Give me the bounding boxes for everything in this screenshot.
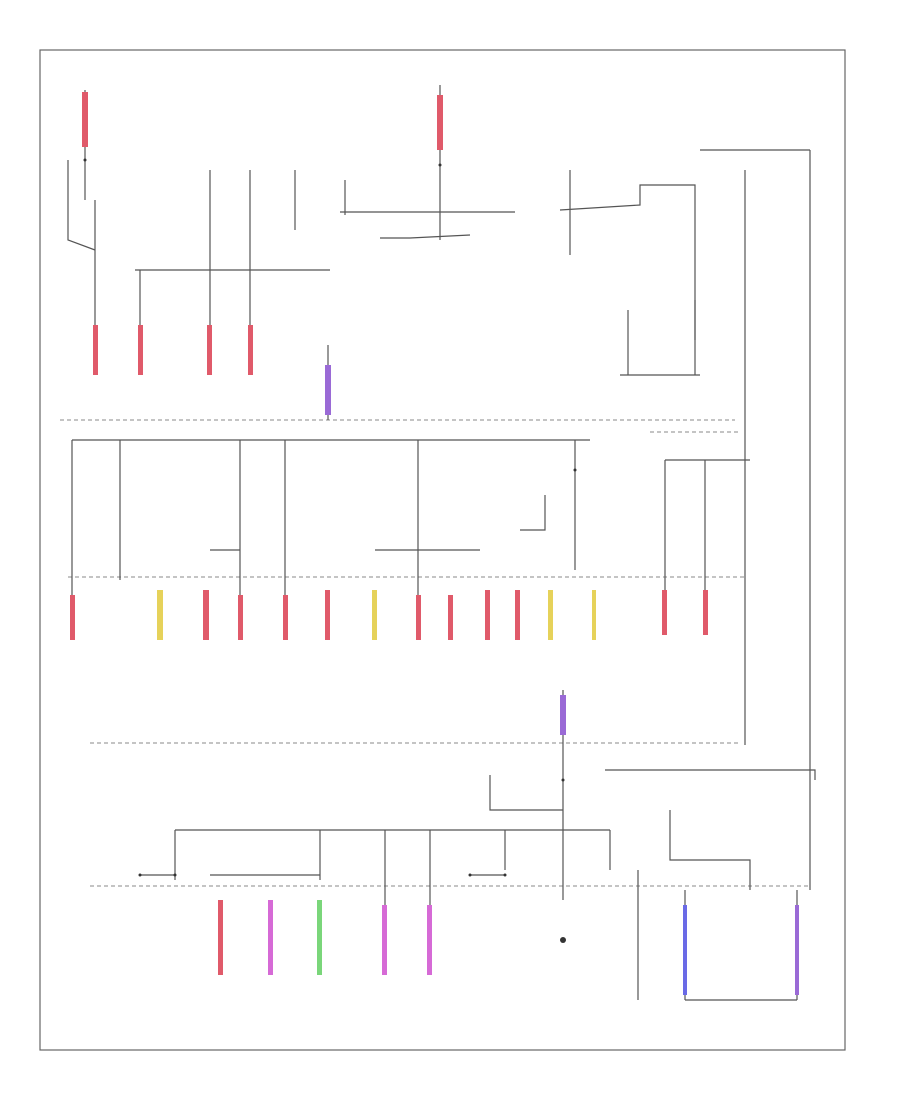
connector-mid-13 [592,590,596,640]
mid-relay-coil [520,495,546,531]
connector-mid-11 [515,590,520,640]
bottom-connector-row [218,900,799,995]
connector-mid-15 [703,590,708,635]
connector-mid-3 [203,590,209,640]
middle-connector-row [70,590,708,640]
connector-mid-2 [157,590,163,640]
fusible-link-left [82,92,88,147]
fusible-link-center [437,95,443,150]
connector-bot-7 [795,905,799,995]
bottom-right-relay [669,810,751,890]
diagram-frame [39,49,846,1051]
connector-mid-5 [283,595,288,640]
connector-mid-12 [548,590,553,640]
fusible-link-middle [325,365,331,415]
connector-bot-4 [382,905,387,975]
connector-mid-8 [416,595,421,640]
ground-point [560,937,566,943]
connector-mid-9 [448,595,453,640]
connector-mid-4 [238,595,243,640]
connector-bot-5 [427,905,432,975]
connector-bot-1 [218,900,223,975]
connector-mid-7 [372,590,377,640]
connector-bot-2 [268,900,273,975]
connector-mid-6 [325,590,330,640]
connector-mid-10 [485,590,490,640]
relay-left-contact [67,160,96,251]
terminal-marks [83,158,577,877]
bottom-relay-coil [489,775,563,811]
connector-top-1 [93,325,98,375]
connector-top-2 [138,325,143,375]
connector-bot-6 [683,905,687,995]
relay-center-contact [380,234,471,239]
connector-mid-14 [662,590,667,635]
connector-mid-1 [70,595,75,640]
connector-top-4 [248,325,253,375]
connector-bot-3 [317,900,322,975]
relay-right-circuit [559,184,696,340]
bottom-relay-feed [605,769,816,780]
fusible-link-bottom [560,695,566,735]
connector-top-3 [207,325,212,375]
